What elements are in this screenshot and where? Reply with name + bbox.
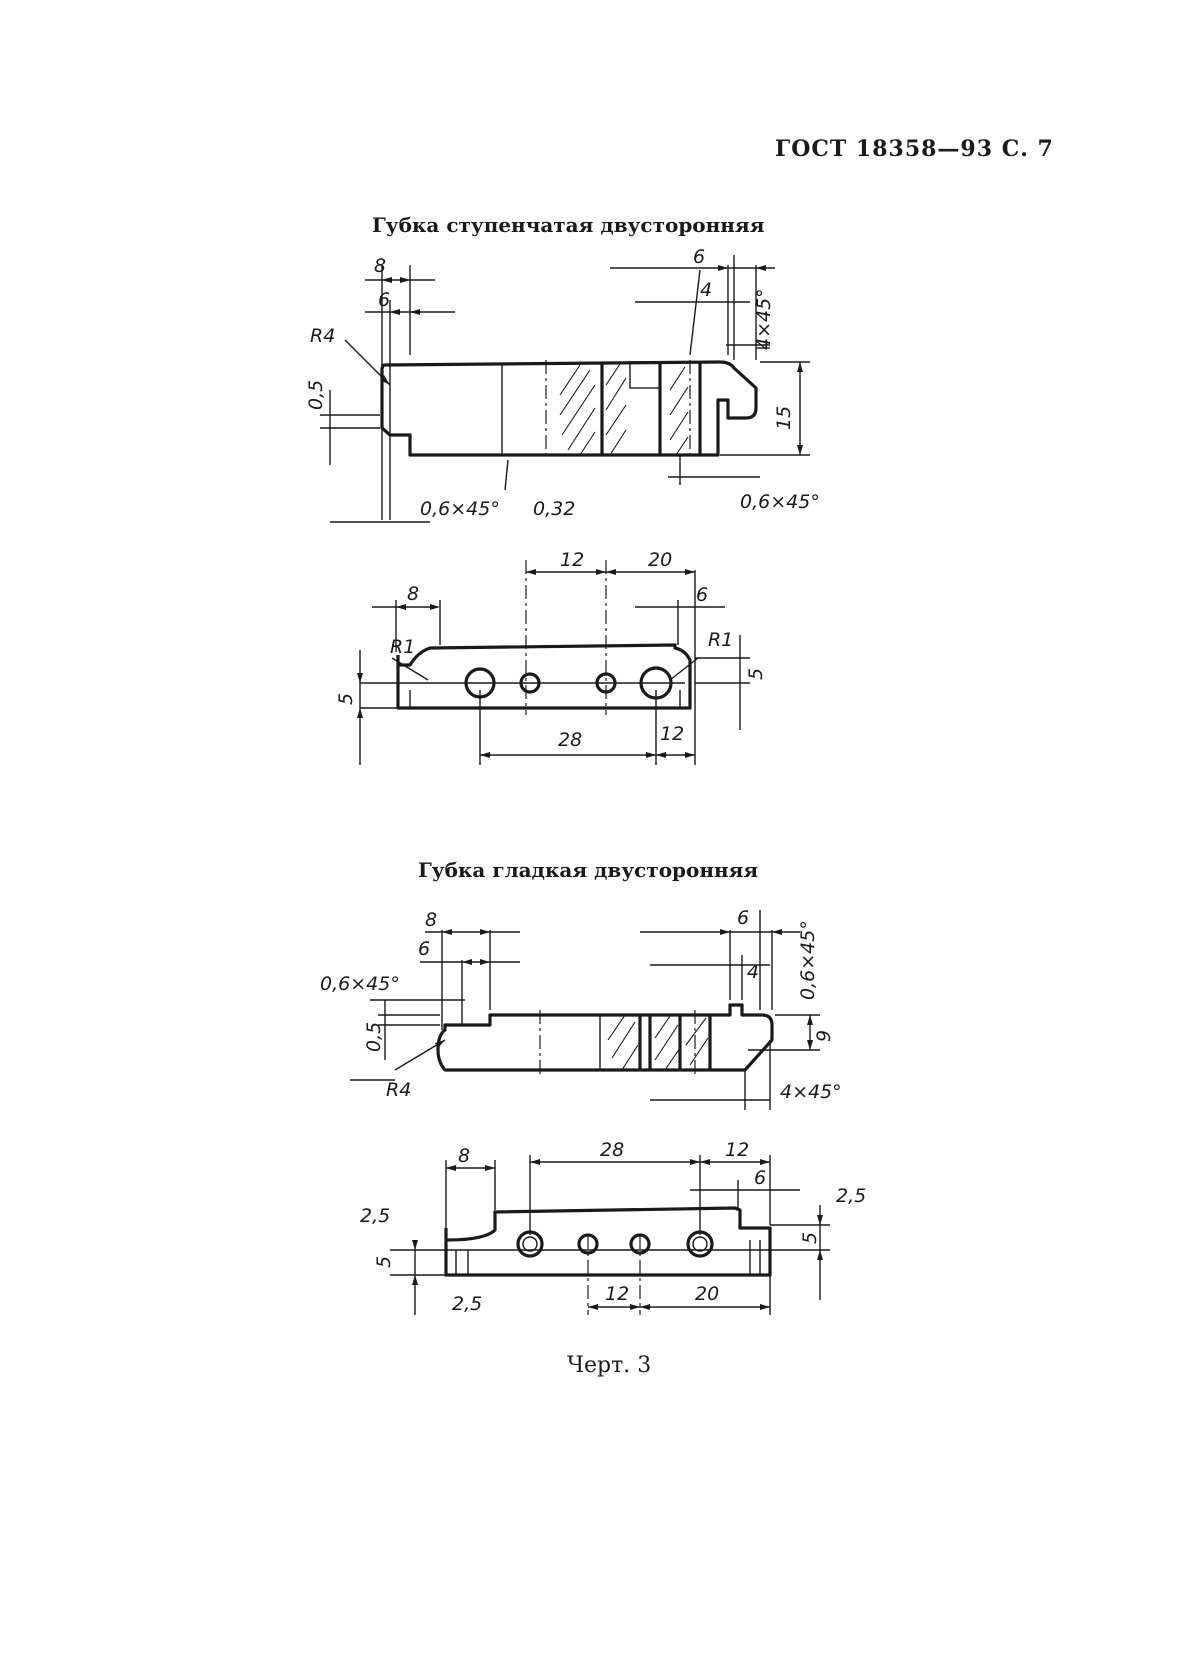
- plan-dim-28: 28: [558, 729, 582, 751]
- dim-8: 8: [374, 255, 386, 277]
- smooth-jaw-side-view: 8 6 0,6×45° 0,5 R4 6 4 0,6×45° 9 4×45°: [320, 907, 842, 1110]
- dim-4-right-s2: 4: [747, 961, 759, 983]
- plan2-dim-12-bottom: 12: [605, 1283, 629, 1305]
- plan-dim-12-bottom: 12: [660, 723, 684, 745]
- dim-chamfer-left: 0,6×45°: [420, 498, 500, 520]
- section-title-stepped-jaw: Губка ступенчатая двусторонняя: [372, 213, 765, 237]
- plan2-dim-20: 20: [695, 1283, 719, 1305]
- plan2-roughness-left: 2,5: [360, 1205, 390, 1227]
- dim-6-right: 6: [693, 246, 705, 268]
- plan2-dim-28: 28: [600, 1139, 624, 1161]
- dim-15: 15: [773, 406, 795, 430]
- plan2-dim-12: 12: [725, 1139, 749, 1161]
- dim-6: 6: [378, 289, 390, 311]
- plan2-dim-8: 8: [458, 1145, 470, 1167]
- plan-dim-5-left: 5: [335, 693, 357, 705]
- plan-dim-20: 20: [648, 549, 672, 571]
- dim-chamfer-right-s2: 0,6×45°: [797, 920, 819, 1000]
- stepped-jaw-plan-view: 12 20 8 6 R1 R1 5 5 28 12: [335, 549, 767, 765]
- figure-caption: Черт. 3: [567, 1353, 652, 1378]
- plan2-dim-5-left: 5: [373, 1256, 395, 1268]
- roughness-0-32: 0,32: [533, 498, 575, 520]
- plan2-dim-6: 6: [754, 1167, 766, 1189]
- dim-chamfer-right: 0,6×45°: [740, 491, 820, 513]
- plan-dim-r1-left: R1: [390, 636, 415, 658]
- plan2-dim-5-right: 5: [799, 1232, 821, 1244]
- plan-dim-5-right: 5: [745, 668, 767, 680]
- smooth-jaw-plan-view: 8 28 12 6 2,5 2,5 2,5 5 5 12 20: [360, 1139, 866, 1315]
- dim-r4-s2: R4: [386, 1079, 411, 1101]
- dim-9-s2: 9: [813, 1030, 835, 1042]
- plan-dim-8: 8: [407, 583, 419, 605]
- plan2-roughness-bottom: 2,5: [452, 1293, 482, 1315]
- dim-chamfer-left-s2: 0,6×45°: [320, 973, 400, 995]
- dim-chamfer-4x45-s2: 4×45°: [780, 1081, 842, 1103]
- dim-0-5: 0,5: [305, 380, 327, 410]
- dim-r4: R4: [310, 325, 335, 347]
- plan-dim-12: 12: [560, 549, 584, 571]
- document-reference: ГОСТ 18358—93 С. 7: [775, 136, 1054, 162]
- plan-dim-6: 6: [696, 584, 708, 606]
- plan2-roughness-right: 2,5: [836, 1185, 866, 1207]
- plan-dim-r1-right: R1: [708, 629, 733, 651]
- dim-6-s2: 6: [418, 938, 430, 960]
- stepped-jaw-side-view: 8 6 R4 0,5 0,6×45° 0,32 6 4 4×45° 15 0,6…: [305, 246, 820, 523]
- dim-6-right-s2: 6: [737, 907, 749, 929]
- dim-chamfer-4x45: 4×45°: [753, 288, 775, 350]
- dim-8-s2: 8: [425, 909, 437, 931]
- dim-4-right: 4: [700, 279, 712, 301]
- section-title-smooth-jaw: Губка гладкая двусторонняя: [418, 858, 759, 882]
- dim-0-5-s2: 0,5: [363, 1022, 385, 1052]
